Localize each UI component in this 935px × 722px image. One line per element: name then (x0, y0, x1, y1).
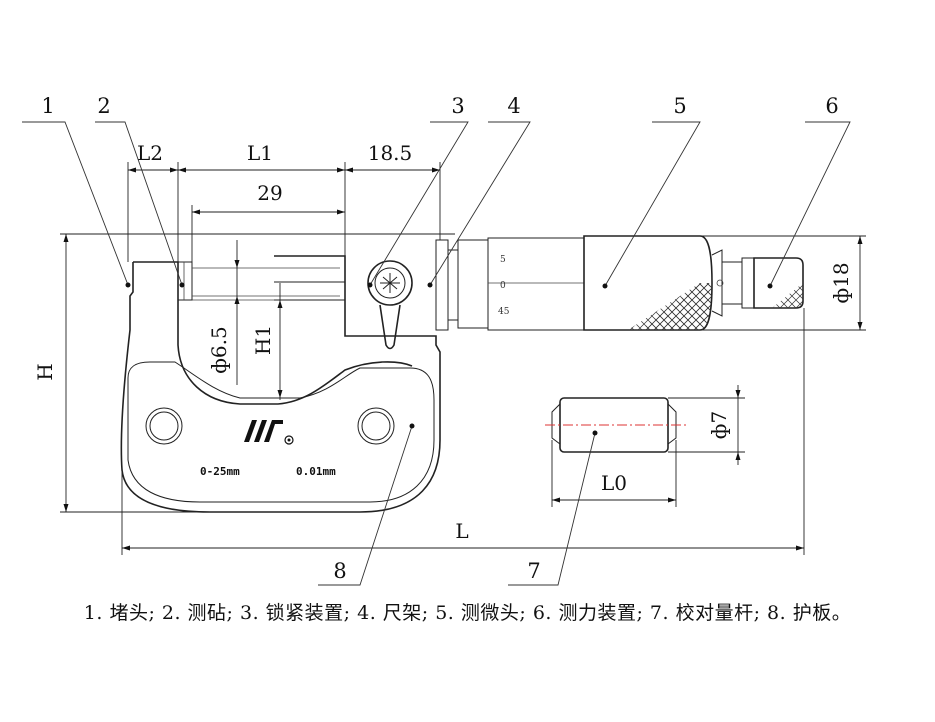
frame (120, 255, 441, 513)
callout-leaders (22, 121, 851, 586)
dim-label-phi6-5: ф6.5 (207, 326, 231, 373)
dimension-lines (60, 162, 866, 555)
dim-label-29: 29 (257, 181, 282, 205)
plate-resolution-text: 0.01mm (296, 465, 336, 478)
callout-1: 1 (41, 94, 54, 118)
thimble-mark-45: 45 (498, 307, 510, 317)
lock-device (367, 239, 449, 350)
ratchet-device (741, 257, 804, 309)
dim-label-phi18: ф18 (829, 262, 853, 303)
callout-2: 2 (97, 94, 110, 118)
dim-label-L: L (455, 519, 468, 543)
plate-range-text: 0-25mm (200, 465, 240, 478)
dim-label-L2: L2 (137, 141, 163, 165)
dim-label-H1: H1 (251, 325, 275, 355)
dim-label-18-5: 18.5 (368, 141, 413, 165)
callout-6: 6 (825, 94, 838, 118)
callout-5: 5 (673, 94, 686, 118)
callout-7: 7 (527, 559, 540, 583)
setting-rod (545, 397, 688, 453)
dim-label-L1: L1 (247, 141, 273, 165)
callout-3: 3 (451, 94, 464, 118)
dim-label-H: H (33, 363, 57, 380)
brand-logo (244, 420, 294, 445)
figure-caption: 1. 堵头; 2. 测砧; 3. 锁紧装置; 4. 尺架; 5. 测微头; 6.… (83, 602, 852, 624)
thimble-mark-0: 0 (500, 281, 506, 291)
thimble-mark-5: 5 (500, 255, 506, 265)
micrometer-head (447, 235, 743, 331)
dim-label-L0: L0 (601, 471, 627, 495)
callout-4: 4 (507, 94, 520, 118)
anvil (177, 261, 340, 301)
spindle (274, 281, 345, 301)
callout-8: 8 (333, 559, 346, 583)
dimension-arrows (63, 167, 863, 551)
dim-label-phi7: ф7 (707, 411, 731, 439)
